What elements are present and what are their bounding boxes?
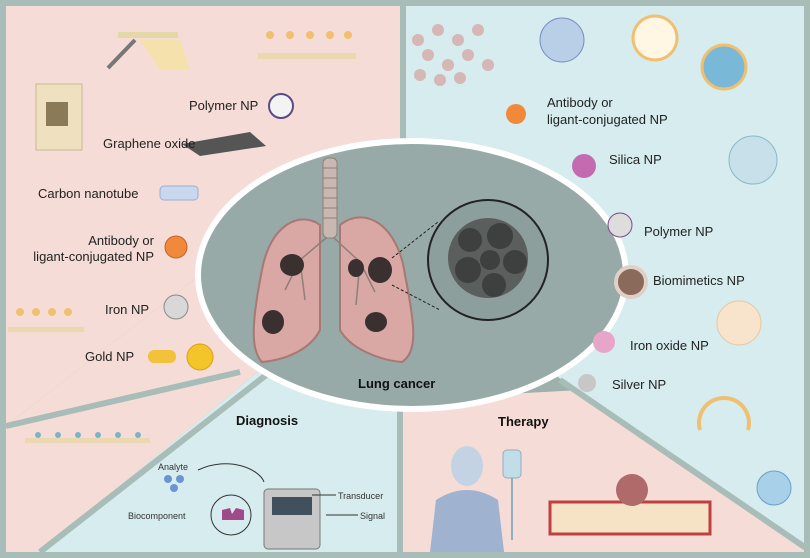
label-gold-np: Gold NP (85, 349, 135, 364)
label-polymer-np-left: Polymer NP (189, 98, 259, 113)
dna-capsule-icon (728, 135, 778, 185)
gold-nanorod-icon (148, 350, 176, 363)
biocomponent-circle (210, 494, 252, 536)
label-signal: Signal (360, 511, 386, 521)
free-drug-particles (412, 24, 494, 86)
analyte-icon (164, 475, 184, 492)
surface-nanoparticles-bottom (25, 432, 150, 443)
iron-np-icon (163, 294, 189, 320)
antibody-np-icon-left (164, 235, 188, 259)
label-transducer: Transducer (338, 491, 384, 501)
large-ligand-np-icon (716, 300, 762, 346)
label-silica-np: Silica NP (609, 152, 662, 167)
label-graphene-oxide: Graphene oxide (103, 136, 196, 151)
silver-np-icon (578, 374, 596, 392)
microscope-illustration (106, 32, 190, 70)
label-polymer-np-right: Polymer NP (644, 224, 714, 239)
drug-release-liposome-icon (697, 396, 751, 431)
tumor-zoom-circle (427, 199, 549, 321)
lungs-illustration (252, 157, 441, 364)
liposome-icon (631, 14, 679, 62)
label-iron-oxide-np: Iron oxide NP (630, 338, 709, 353)
label-analyte: Analyte (158, 462, 189, 472)
section-diagnosis: Diagnosis (236, 413, 299, 428)
biocomponent-icon (222, 508, 244, 520)
label-antibody-left-line1: Antibody or (88, 233, 154, 248)
label-iron-np: Iron NP (105, 302, 150, 317)
antibody-np-icon-right (506, 104, 526, 124)
label-biocomponent: Biocomponent (128, 511, 186, 521)
diagnosis-panel (6, 6, 403, 426)
coated-np-icon (756, 470, 792, 506)
polymer-network-icon (539, 17, 585, 63)
label-carbon-nanotube: Carbon nanotube (38, 186, 139, 201)
gold-np-icon (186, 343, 214, 371)
graphene-oxide-icon (182, 132, 266, 156)
iv-bag-icon (502, 449, 522, 479)
blood-vessel-icon (548, 500, 712, 536)
patient-illustration (430, 446, 504, 552)
iron-oxide-np-icon (593, 331, 615, 353)
biosensor-chip-illustration (35, 83, 83, 151)
polymer-np-icon (268, 93, 294, 119)
label-biomimetics-np: Biomimetics NP (653, 273, 745, 288)
polymer-np-icon-right (607, 212, 633, 238)
surface-antibodies-top (258, 31, 356, 59)
silica-np-icon (572, 154, 596, 178)
section-therapy: Therapy (498, 414, 549, 429)
surface-antibodies-left (8, 308, 84, 332)
label-antibody-left-line2: ligant-conjugated NP (33, 249, 154, 264)
label-antibody-right-line1: Antibody or (547, 95, 613, 110)
vessel-tumor-icon (616, 474, 648, 506)
micelle-icon (700, 43, 748, 91)
biomimetics-np-icon (614, 265, 648, 299)
carbon-nanotube-icon (159, 185, 199, 201)
label-antibody-right-line2: ligant-conjugated NP (547, 112, 668, 127)
center-label: Lung cancer (358, 376, 436, 391)
label-silver-np: Silver NP (612, 377, 667, 392)
